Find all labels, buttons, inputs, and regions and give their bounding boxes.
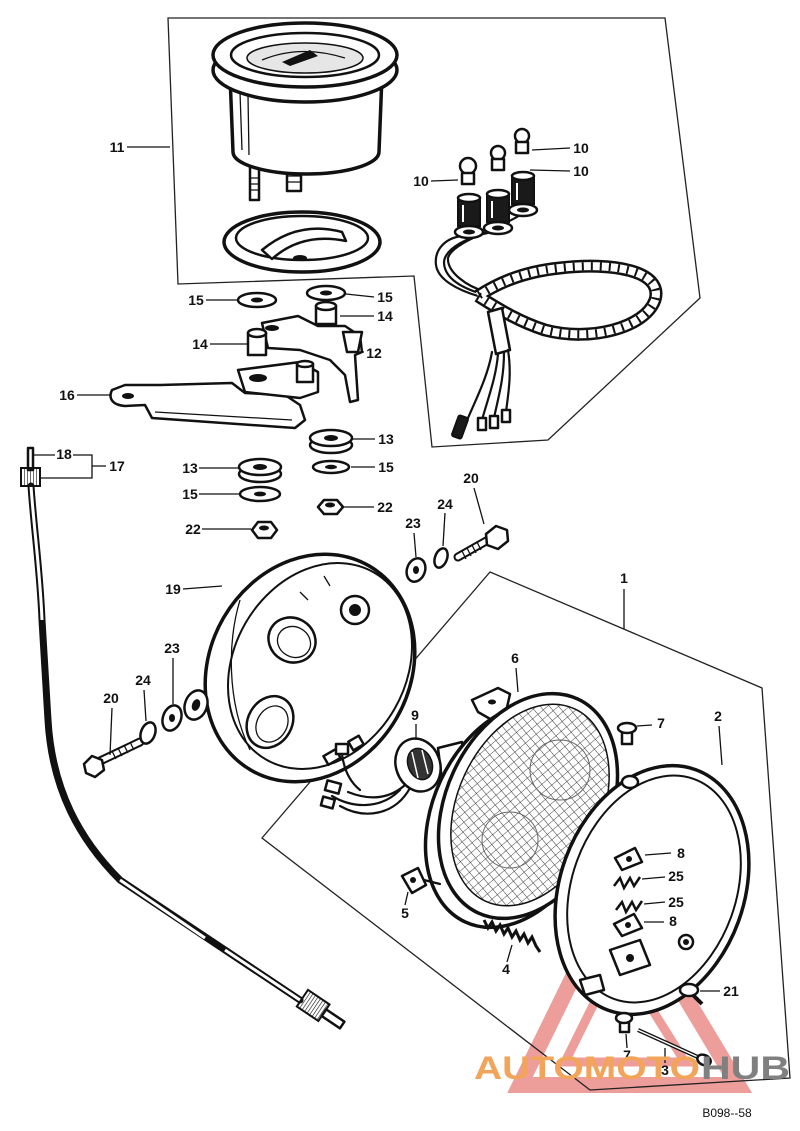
callout-20: 20	[103, 690, 119, 706]
callout-23: 23	[405, 515, 421, 531]
bolt-20-lower	[82, 737, 145, 779]
headlight-rim	[553, 763, 751, 1017]
watermark-text-automoto: AUTOMOTO	[474, 1050, 700, 1086]
callout-3: 3	[661, 1062, 669, 1078]
washer-24-upper	[433, 547, 449, 569]
callout-14: 14	[192, 336, 208, 352]
watermark-text-hub: HUB	[701, 1050, 790, 1086]
callout-24: 24	[135, 672, 151, 688]
callout-13: 13	[378, 431, 394, 447]
washer-24-lower	[139, 721, 157, 745]
callout-10: 10	[573, 140, 589, 156]
callouts: 11 10 10 10 15 15 14 14 12 16 13 18 17 1…	[56, 139, 739, 1078]
callout-16: 16	[59, 387, 75, 403]
washer-15-left	[236, 291, 278, 309]
screw-7-upper	[616, 721, 638, 746]
wire-harness	[434, 212, 663, 440]
callout-4: 4	[502, 961, 510, 977]
spacer-14-left	[246, 327, 268, 357]
callout-2: 2	[714, 708, 722, 724]
diagram-code: B098--58	[702, 1106, 752, 1120]
headlight-shell	[183, 552, 417, 784]
callout-15: 15	[378, 459, 394, 475]
callout-9: 9	[411, 707, 419, 723]
callout-14: 14	[377, 308, 393, 324]
bulb-c	[513, 127, 531, 155]
callout-21: 21	[723, 983, 739, 999]
callout-6: 6	[511, 650, 519, 666]
rubber-13-left	[237, 457, 283, 484]
bracket-12	[236, 314, 364, 404]
bulb-socket-b	[482, 188, 514, 236]
spring-25-upper	[613, 875, 642, 891]
callout-7: 7	[623, 1047, 631, 1063]
spring-4	[482, 918, 542, 953]
spacer-14-right	[314, 300, 338, 326]
washer-15-right	[305, 284, 347, 302]
watermark-logo-text: AUTOMOTO HUB	[474, 1050, 790, 1086]
callout-8: 8	[669, 913, 677, 929]
washer-23-upper	[405, 557, 427, 583]
bulb-socket-a	[453, 192, 485, 240]
callout-17: 17	[109, 458, 125, 474]
rubber-13-right	[308, 428, 354, 455]
callout-23: 23	[164, 640, 180, 656]
callout-22: 22	[185, 521, 201, 537]
callout-19: 19	[165, 581, 181, 597]
callout-15: 15	[188, 292, 204, 308]
callout-15: 15	[182, 486, 198, 502]
screw-3	[637, 1028, 712, 1067]
callout-13: 13	[182, 460, 198, 476]
washer-23-lower	[161, 704, 183, 732]
screw-7-lower	[614, 1011, 634, 1034]
headlight-assembly-boundary	[261, 571, 791, 1091]
speedometer	[211, 21, 399, 202]
washer-15-lower-right	[311, 459, 351, 475]
callout-8: 8	[677, 845, 685, 861]
callout-10: 10	[413, 173, 429, 189]
callout-1: 1	[620, 570, 628, 586]
callout-18: 18	[56, 446, 72, 462]
bolt-20-upper	[453, 524, 510, 562]
callout-20: 20	[463, 470, 479, 486]
clip-8-upper	[613, 846, 644, 872]
bulb-b	[489, 144, 507, 172]
bulb-socket-c	[507, 170, 539, 218]
speedometer-assembly-boundary	[167, 17, 701, 448]
callout-15: 15	[377, 289, 393, 305]
washer-15-lower-left	[238, 485, 282, 503]
leader-lines	[34, 146, 723, 1063]
callout-12: 12	[366, 345, 382, 361]
callout-25: 25	[668, 894, 684, 910]
nut-22-left	[250, 520, 279, 540]
callout-25: 25	[668, 868, 684, 884]
bulb-a	[458, 156, 478, 186]
bracket-5	[400, 866, 442, 895]
spring-25-lower	[615, 899, 644, 915]
callout-24: 24	[437, 496, 453, 512]
speedometer-bottom-cover	[222, 210, 382, 274]
clip-8-lower	[612, 912, 644, 938]
callout-10: 10	[573, 163, 589, 179]
callout-7: 7	[657, 715, 665, 731]
screw-21	[678, 982, 704, 1006]
speedometer-cable	[20, 446, 346, 1030]
nut-22-right	[316, 498, 345, 516]
callout-22: 22	[377, 499, 393, 515]
callout-5: 5	[401, 905, 409, 921]
callout-11: 11	[110, 139, 125, 155]
